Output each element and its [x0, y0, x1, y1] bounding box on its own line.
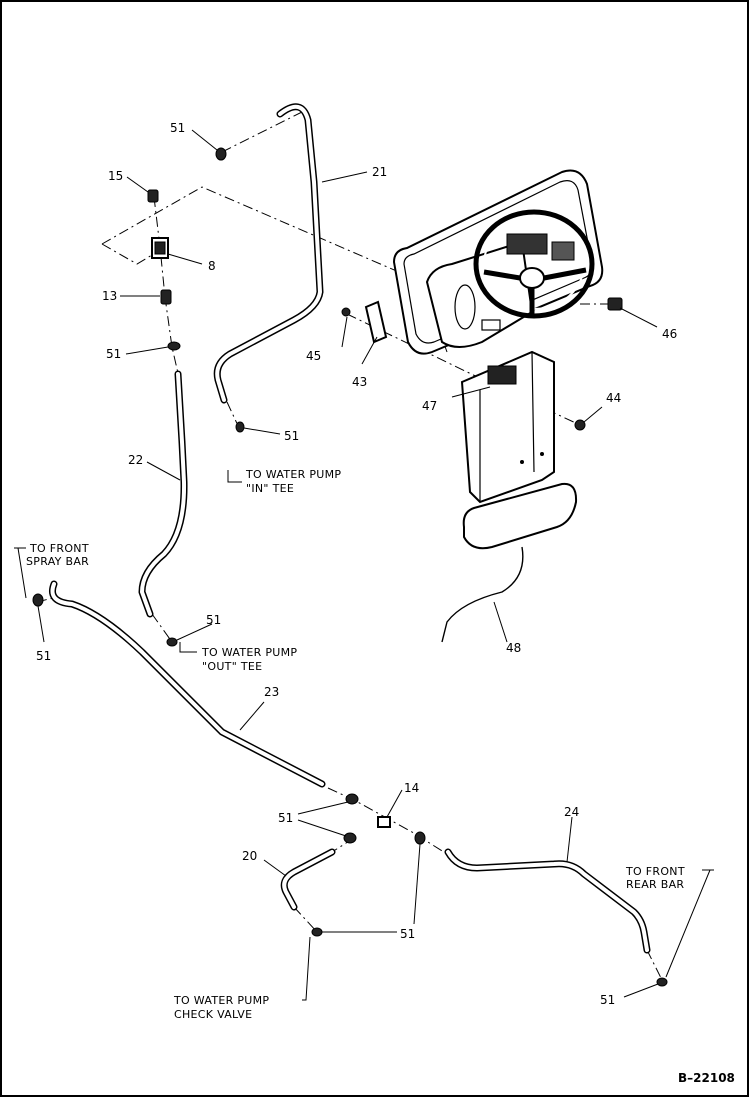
gauge-left — [454, 284, 476, 330]
note-check-valve-line2: CHECK VALVE — [174, 1008, 252, 1021]
clamp-51-out — [166, 637, 178, 647]
callout-23: 23 — [264, 685, 279, 699]
note-front-rear-line1: TO FRONT — [625, 865, 685, 878]
hose-21-core — [215, 104, 322, 402]
column-base — [462, 482, 578, 550]
steering-column — [460, 350, 555, 504]
callout-43: 43 — [352, 375, 367, 389]
note-front-spray-line2: SPRAY BAR — [26, 555, 89, 568]
clamp-51-mid-b — [343, 832, 357, 844]
callout-51-mid: 51 — [278, 811, 293, 825]
hose-23-core — [50, 582, 324, 786]
callout-51-left: 51 — [106, 347, 121, 361]
callout-51-spray: 51 — [36, 649, 51, 663]
hose-22-core — [140, 372, 187, 616]
callout-51-out: 51 — [206, 613, 221, 627]
callout-51-rear: 51 — [600, 993, 615, 1007]
callout-51-right: 51 — [400, 927, 415, 941]
column-edge — [479, 351, 535, 502]
assembly-line-bracket — [101, 243, 158, 265]
callout-8: 8 — [208, 259, 216, 273]
tee-14 — [377, 816, 391, 828]
note-check-valve-line1: TO WATER PUMP — [173, 994, 269, 1007]
assembly-line-51-21 — [221, 111, 303, 153]
hose-20-core — [282, 850, 334, 909]
bolt-44 — [574, 419, 586, 431]
note-front-spray-line1: TO FRONT — [29, 542, 89, 555]
callout-51-top: 51 — [170, 121, 185, 135]
clamp-51-mid-a — [345, 793, 359, 805]
drawing-id: B–22108 — [678, 1071, 735, 1085]
note-out-tee-line1: TO WATER PUMP — [201, 646, 297, 659]
clamp-51-rear — [656, 977, 668, 987]
callout-46: 46 — [662, 327, 677, 341]
callout-51-in: 51 — [284, 429, 299, 443]
assembly-line-check — [293, 906, 318, 933]
switch-46 — [607, 297, 623, 311]
fitting-15 — [147, 189, 159, 203]
column-bracket — [487, 365, 517, 385]
callout-21: 21 — [372, 165, 387, 179]
valve-8 — [151, 237, 169, 259]
clamp-51-top — [215, 147, 227, 161]
steering-wheel — [473, 209, 595, 319]
plate-43 — [364, 300, 388, 344]
note-in-tee-line2: "IN" TEE — [246, 482, 294, 495]
note-in-tee-line1: TO WATER PUMP — [245, 468, 341, 481]
hose-22 — [138, 370, 188, 618]
clamp-51-spray — [32, 593, 44, 607]
note-out-tee-line2: "OUT" TEE — [202, 660, 262, 673]
clamp-51-check — [311, 927, 323, 937]
fitting-13 — [160, 289, 172, 305]
assembly-line-upper — [101, 186, 448, 353]
gauge-slot — [481, 319, 501, 331]
assembly-line-out — [151, 613, 173, 643]
callout-24: 24 — [564, 805, 579, 819]
callout-20: 20 — [242, 849, 257, 863]
note-front-rear-line2: REAR BAR — [626, 878, 684, 891]
hose-24-core — [446, 850, 649, 952]
nut-45 — [341, 307, 351, 317]
callout-48: 48 — [506, 641, 521, 655]
callout-14: 14 — [404, 781, 419, 795]
harness-48 — [441, 546, 524, 643]
callout-44: 44 — [606, 391, 621, 405]
callout-15: 15 — [108, 169, 123, 183]
clamp-51-right — [414, 831, 426, 845]
clamp-51-in — [235, 421, 245, 433]
assembly-line-rear — [646, 949, 663, 981]
callout-22: 22 — [128, 453, 143, 467]
callout-47: 47 — [422, 399, 437, 413]
clamp-51-left — [167, 341, 181, 351]
hose-21 — [213, 103, 324, 404]
callout-45: 45 — [306, 349, 321, 363]
callout-13: 13 — [102, 289, 117, 303]
steering-console — [392, 169, 604, 550]
